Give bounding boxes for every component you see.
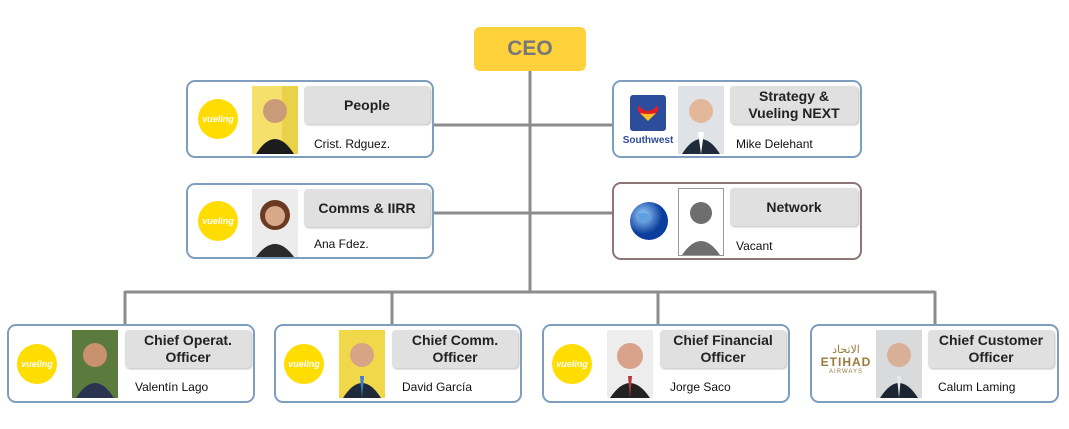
vueling-logo: vueling — [284, 344, 324, 384]
card-comms: vueling Comms & IIRR Ana Fdez. — [186, 183, 434, 259]
photo-comms — [252, 189, 298, 257]
name-cco: David García — [402, 380, 473, 394]
photo-coo — [72, 330, 118, 398]
vueling-logo: vueling — [552, 344, 592, 384]
title-network: Network — [730, 188, 858, 226]
photo-customer — [876, 330, 922, 398]
title-customer: Chief Customer Officer — [928, 330, 1054, 368]
title-coo: Chief Operat. Officer — [125, 330, 251, 368]
title-people: People — [304, 86, 430, 124]
title-comms: Comms & IIRR — [304, 189, 430, 227]
vueling-logo: vueling — [17, 344, 57, 384]
card-strategy: Southwest Strategy & Vueling NEXT Mike D… — [612, 80, 862, 158]
title-cco: Chief Comm. Officer — [392, 330, 518, 368]
name-customer: Calum Laming — [938, 380, 1016, 394]
card-cco: vueling Chief Comm. Officer David García — [274, 324, 522, 403]
name-strategy: Mike Delehant — [736, 137, 813, 151]
name-coo: Valentín Lago — [135, 380, 209, 394]
card-people: vueling People Crist. Rdguez. — [186, 80, 434, 158]
ceo-box: CEO — [474, 27, 586, 71]
etihad-logo: الاتحاد ETIHAD AIRWAYS — [820, 344, 872, 375]
photo-strategy — [678, 86, 724, 154]
photo-cco — [339, 330, 385, 398]
vueling-logo: vueling — [198, 201, 238, 241]
name-network: Vacant — [736, 239, 773, 253]
name-people: Crist. Rdguez. — [314, 137, 391, 151]
name-comms: Ana Fdez. — [314, 237, 369, 251]
title-cfo: Chief Financial Officer — [660, 330, 786, 368]
vueling-logo: vueling — [198, 99, 238, 139]
card-coo: vueling Chief Operat. Officer Valentín L… — [7, 324, 255, 403]
avatar-silhouette-icon — [678, 188, 724, 256]
globe-icon — [628, 200, 670, 242]
card-cfo: vueling Chief Financial Officer Jorge Sa… — [542, 324, 790, 403]
card-network: Network Vacant — [612, 182, 862, 260]
photo-cfo — [607, 330, 653, 398]
title-strategy: Strategy & Vueling NEXT — [730, 86, 858, 124]
photo-people — [252, 86, 298, 154]
southwest-logo: Southwest — [622, 88, 674, 152]
name-cfo: Jorge Saco — [670, 380, 731, 394]
card-customer: الاتحاد ETIHAD AIRWAYS Chief Customer Of… — [810, 324, 1059, 403]
